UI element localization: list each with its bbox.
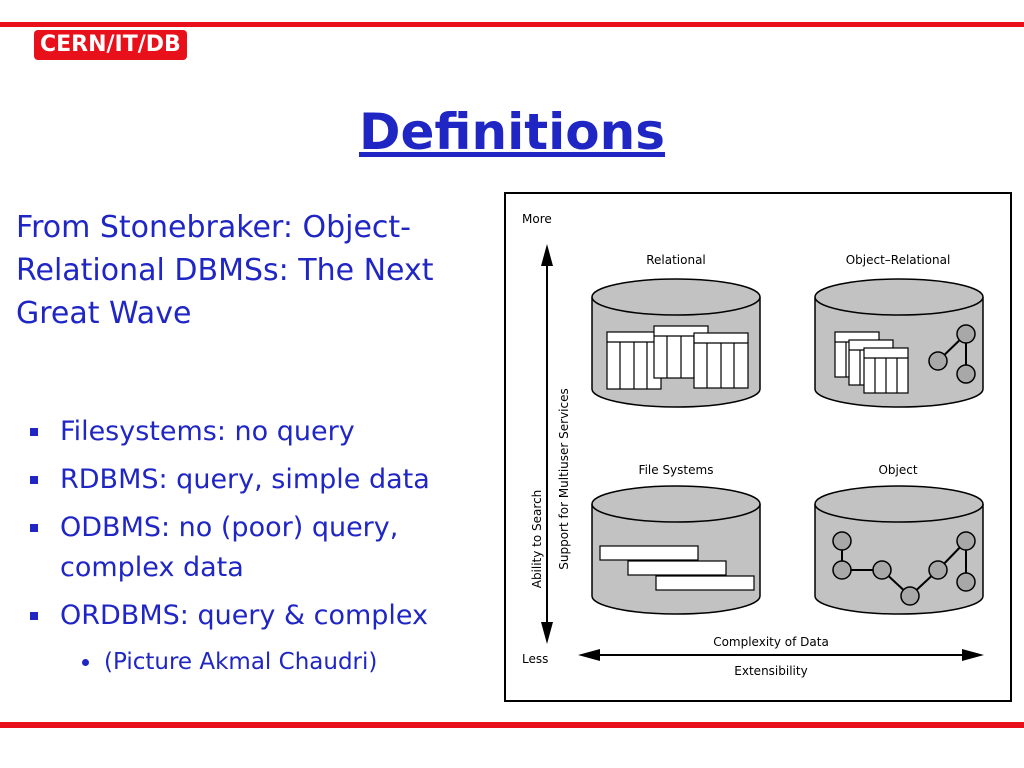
object-database-icon bbox=[814, 485, 984, 615]
y-axis-label-multiuser: Support for Multiuser Services bbox=[557, 388, 571, 570]
quadrant-label-relational: Relational bbox=[646, 253, 706, 267]
bullet-item: ODBMS: no (poor) query, complex data bbox=[30, 508, 498, 588]
dbms-quadrant-diagram: More Less Ability to Search Support for … bbox=[522, 212, 984, 678]
axis-arrow-up-icon bbox=[541, 244, 553, 266]
diagram-frame: More Less Ability to Search Support for … bbox=[504, 192, 1012, 702]
bullet-item: ORDBMS: query & complex bbox=[30, 596, 498, 636]
bullet-item: Filesystems: no query bbox=[30, 412, 498, 452]
sub-bullet-item: (Picture Akmal Chaudri) bbox=[30, 644, 498, 680]
object-relational-database-icon bbox=[814, 278, 984, 408]
top-rule bbox=[0, 22, 1024, 27]
bottom-rule bbox=[0, 722, 1024, 728]
axis-arrow-left-icon bbox=[578, 649, 600, 661]
x-axis-label-complexity: Complexity of Data bbox=[713, 635, 829, 649]
quadrant-label-file-systems: File Systems bbox=[639, 463, 714, 477]
bullet-item: RDBMS: query, simple data bbox=[30, 460, 498, 500]
x-axis-label-extensibility: Extensibility bbox=[734, 664, 807, 678]
bullet-list: Filesystems: no query RDBMS: query, simp… bbox=[30, 412, 498, 680]
relational-database-icon bbox=[591, 278, 761, 408]
file-systems-database-icon bbox=[591, 485, 761, 615]
quadrant-label-object: Object bbox=[878, 463, 917, 477]
subtitle: From Stonebraker: Object-Relational DBMS… bbox=[16, 210, 434, 331]
y-axis-label-search: Ability to Search bbox=[530, 490, 544, 589]
axis-arrow-down-icon bbox=[541, 622, 553, 644]
less-label: Less bbox=[522, 652, 548, 666]
org-badge: CERN/IT/DB bbox=[34, 30, 187, 60]
axis-arrow-right-icon bbox=[962, 649, 984, 661]
quadrant-label-object-relational: Object–Relational bbox=[846, 253, 951, 267]
more-label: More bbox=[522, 212, 552, 226]
page-title: Definitions bbox=[359, 103, 665, 161]
